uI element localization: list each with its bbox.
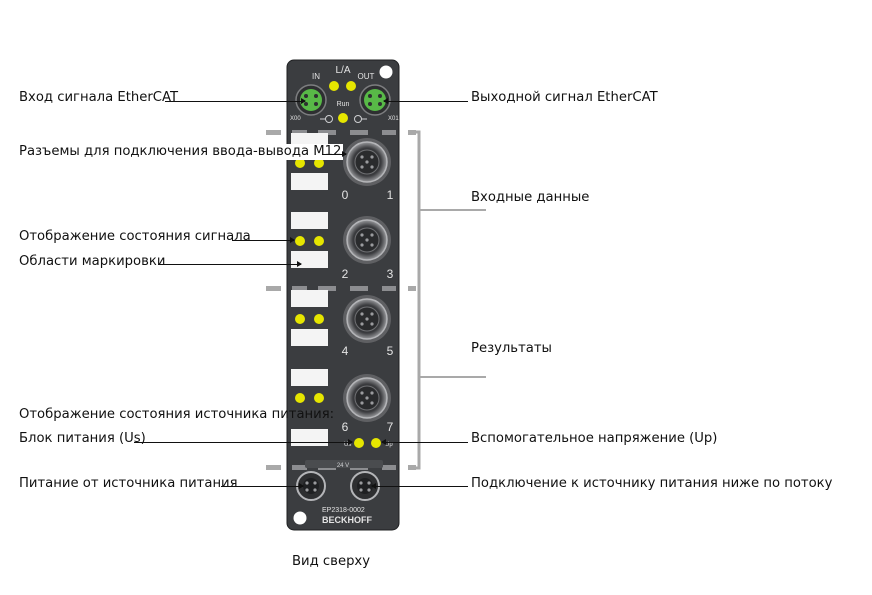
- label-input-data: Входные данные: [471, 190, 590, 205]
- leader-ethercat-out: [383, 98, 468, 104]
- power-area: [305, 460, 383, 468]
- leader-m12: [322, 151, 347, 157]
- device-label-run: Run: [337, 101, 350, 108]
- label-aux-voltage: Вспомогательное напряжение (Uр): [471, 431, 718, 446]
- label-m12-connectors: Разъемы для подключения ввода-вывода M12: [19, 144, 344, 160]
- device-model: EP2318-0002: [322, 507, 365, 514]
- channel-6: 6: [342, 420, 349, 434]
- device-label-x01: X01: [388, 116, 399, 122]
- mounting-hole-bottom: [293, 511, 307, 525]
- leader-power-us: [134, 439, 353, 445]
- view-caption: Вид сверху: [292, 554, 371, 569]
- leader-signal-status: [232, 237, 295, 243]
- leader-ethercat-in: [165, 98, 306, 104]
- ethercat-out-connector: [359, 84, 391, 116]
- device-brand: BECKHOFF: [322, 515, 372, 525]
- channel-2: 2: [342, 267, 349, 281]
- mounting-hole-top: [379, 65, 393, 79]
- label-power-us: Блок питания (Us): [19, 431, 146, 446]
- m12-connectors: [343, 138, 391, 422]
- device-label-24v: 24 V: [337, 463, 349, 469]
- leader-marking-areas: [158, 261, 302, 267]
- right-brackets: [412, 130, 421, 470]
- label-marking-areas: Области маркировки: [19, 254, 166, 269]
- signal-leds: [295, 158, 324, 403]
- channel-5: 5: [387, 344, 394, 358]
- device-label-us: Us: [344, 442, 351, 448]
- label-power-downstream: Подключение к источнику питания ниже по …: [471, 476, 833, 491]
- label-power-status: Отображение состояния источника питания:: [19, 407, 335, 422]
- label-results: Результаты: [471, 341, 552, 356]
- input-data-leader: [419, 209, 486, 211]
- label-ethercat-out: Выходной сигнал EtherCAT: [471, 90, 658, 105]
- led-run: [338, 113, 348, 123]
- label-signal-status: Отображение состояния сигнала: [19, 229, 251, 244]
- label-ethercat-in: Вход сигнала EtherCAT: [19, 90, 179, 105]
- led-up: [371, 438, 381, 448]
- device-label-in: IN: [312, 72, 320, 81]
- device-label-x00: X00: [290, 116, 301, 122]
- device-label-out: OUT: [358, 72, 375, 81]
- leader-power-feed: [221, 483, 304, 489]
- device-label-la: L/A: [335, 65, 350, 76]
- leader-power-downstream: [371, 483, 468, 489]
- channel-7: 7: [387, 420, 394, 434]
- led-la-in: [329, 81, 339, 91]
- ethercat-in-connector: [295, 84, 327, 116]
- channel-0: 0: [342, 188, 349, 202]
- bus-symbols: [320, 115, 367, 123]
- led-us: [354, 438, 364, 448]
- channel-3: 3: [387, 267, 394, 281]
- channel-1: 1: [387, 188, 394, 202]
- leader-aux-voltage: [381, 439, 468, 445]
- channel-4: 4: [342, 344, 349, 358]
- led-la-out: [346, 81, 356, 91]
- results-leader: [419, 376, 486, 378]
- device-label-up: Up: [385, 442, 393, 448]
- label-power-feed: Питание от источника питания: [19, 476, 238, 491]
